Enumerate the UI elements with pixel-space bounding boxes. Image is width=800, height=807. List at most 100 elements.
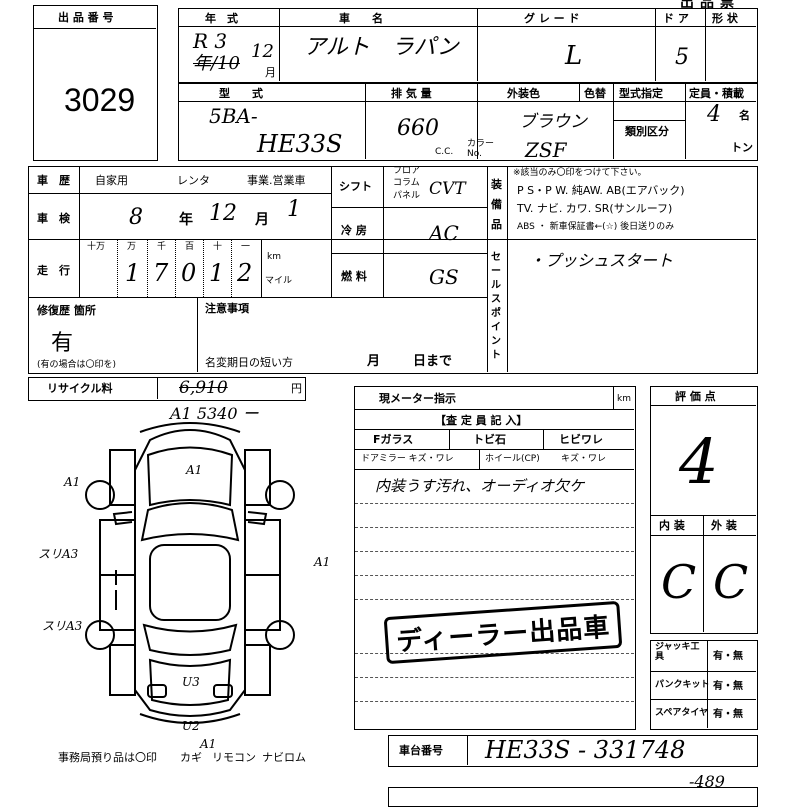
shift-label: シフト (339, 180, 372, 193)
short-period-day: 日まで (413, 354, 453, 369)
score-box: 評 価 点 4 内 装 外 装 C C (650, 386, 758, 634)
capacity-unit-tons: トン (731, 141, 753, 154)
history-option-business: 事業.営業車 (247, 174, 306, 187)
shift-option-floor: フロア (393, 166, 421, 176)
jack-tool-label: ジャッキ工具 (655, 642, 700, 662)
capacity-value: 4 (707, 102, 721, 127)
cc-unit: C.C. (435, 147, 454, 157)
exterior-color-value: ブラウン (519, 112, 587, 132)
lot-number-box: 出 品 番 号 3029 (33, 5, 158, 161)
glass-label: Fガラス (373, 433, 414, 446)
fuel-label: 燃 料 (341, 270, 367, 283)
capacity-unit-persons: 名 (739, 109, 750, 122)
mark-front-bumper: A1 5340 ー (170, 404, 259, 423)
mark-left-rear: スリA3 (42, 619, 83, 633)
type-spec-label: 型式指定 (619, 87, 663, 100)
sales-point-value: ・プッシュスタート (529, 251, 674, 270)
year-label: 年 式 (205, 12, 238, 25)
exterior-score-label: 外 装 (711, 519, 737, 532)
door-value: 5 (675, 45, 689, 70)
mileage-digit-3: 0 (181, 259, 197, 287)
meter-label: 現メーター指示 (379, 392, 456, 405)
model-code-2: HE33S (257, 130, 343, 158)
mark-hood: A1 (186, 463, 203, 477)
mileage-unit-km: km (267, 252, 281, 262)
notes-label: 注意事項 (205, 302, 249, 315)
mark-rear-bumper-2: A1 (200, 737, 217, 751)
inspection-day: 1 (287, 197, 301, 222)
color-no-label: カラー No. (467, 139, 495, 159)
mileage-label: 走 行 (37, 264, 70, 277)
inspection-month-unit: 月 (255, 212, 269, 228)
crack-label: ヒビワレ (559, 433, 603, 446)
mark-rear-bumper: U2 (182, 719, 200, 733)
spare-tire-label: スペアタイヤ (655, 708, 709, 718)
grade-value: L (565, 41, 583, 71)
meter-unit: km (617, 394, 631, 404)
main-info-block: 車 歴 自家用 レンタ 事業.営業車 車 検 8 年 12 月 1 走 行 十万… (28, 166, 758, 374)
chassis-label: 車台番号 (399, 744, 443, 757)
inspection-month: 12 (209, 201, 237, 226)
name-label: 車 名 (339, 12, 383, 25)
score-label: 評 価 点 (675, 390, 716, 403)
chassis-box: 車台番号 HE33S - 331748 (388, 735, 758, 767)
dealer-stamp: ディーラー出品車 (383, 600, 623, 665)
sales-point-side-label: セールスポイント (491, 252, 501, 361)
bottom-mark: -489 (689, 772, 725, 791)
shift-option-panel: パネル (393, 191, 421, 201)
model-code-1: 5BA- (209, 104, 258, 128)
equipment-line-3: ABS ・ 新車保証書←(☆) 後日送りのみ (517, 222, 675, 232)
recycle-value: 6,910 (179, 378, 228, 398)
stone-chip-label: トビ石 (473, 433, 506, 446)
ac-value: AC (429, 221, 459, 245)
equipment-side-label: 装備品 (491, 178, 502, 231)
mileage-digit-4: 1 (209, 259, 225, 287)
displacement-value: 660 (397, 116, 439, 141)
month-unit: 月 (265, 66, 276, 79)
mileage-header-100: 百 (185, 242, 195, 252)
model-label: 型 式 (219, 87, 263, 100)
recycle-unit: 円 (291, 382, 302, 395)
inspector-box: 現メーター指示 km 【査 定 員 記 入】 Fガラス トビ石 ヒビワレ ドアミ… (354, 386, 636, 730)
inspection-year: 8 (129, 205, 143, 230)
year-value: R 3 (193, 29, 228, 53)
grade-label: グ レ ー ド (524, 12, 580, 25)
mark-front-left: A1 (64, 475, 81, 489)
wheel-label: ホイール(CP) (485, 454, 540, 464)
office-item-key: カギ (180, 751, 202, 764)
month-value: 12 (251, 41, 274, 62)
door-mirror-label: ドアミラー キズ・ワレ (361, 454, 454, 464)
mileage-unit-mile: マイル (265, 276, 293, 286)
inspection-label: 車 検 (37, 212, 70, 225)
inspector-title: 【査 定 員 記 入】 (435, 414, 528, 427)
short-period-label: 名変期日の短い方 (205, 356, 293, 369)
mileage-header-100k: 十万 (87, 242, 106, 252)
mileage-digit-2: 7 (153, 259, 169, 287)
office-item-remote: リモコン (212, 751, 256, 764)
history-label: 車 歴 (37, 174, 70, 187)
accessories-box: ジャッキ工具 有・無 パンクキット 有・無 スペアタイヤ 有・無 (650, 640, 758, 730)
jack-tool-value: 有・無 (713, 651, 743, 662)
equipment-line-2: TV. ナビ. カワ. SR(サンルーフ) (517, 202, 673, 215)
recycle-box: リサイクル料 6,910 円 (28, 377, 306, 401)
ac-label: 冷 房 (341, 224, 367, 237)
damage-diagram (85, 422, 295, 724)
chassis-value: HE33S - 331748 (485, 736, 686, 764)
color-no-value: ZSF (525, 138, 567, 162)
shift-option-column: コラム (393, 178, 420, 188)
exterior-score-value: C (713, 555, 749, 609)
mileage-digit-1: 1 (125, 259, 141, 287)
car-name-value: アルト ラパン (304, 35, 459, 60)
displacement-label: 排 気 量 (391, 87, 432, 100)
recycle-label: リサイクル料 (47, 382, 113, 395)
repair-note: (有の場合は〇印を) (37, 360, 117, 370)
fuel-value: GS (429, 265, 459, 289)
score-value: 4 (679, 425, 719, 498)
interior-label: 内 装 (659, 519, 685, 532)
capacity-label: 定員・積載 (689, 87, 744, 100)
interior-score-value: C (661, 555, 697, 609)
repair-label: 修復歴 箇所 (37, 304, 96, 317)
mark-left-door: スリA3 (38, 547, 79, 561)
lot-number-label: 出 品 番 号 (58, 11, 114, 24)
